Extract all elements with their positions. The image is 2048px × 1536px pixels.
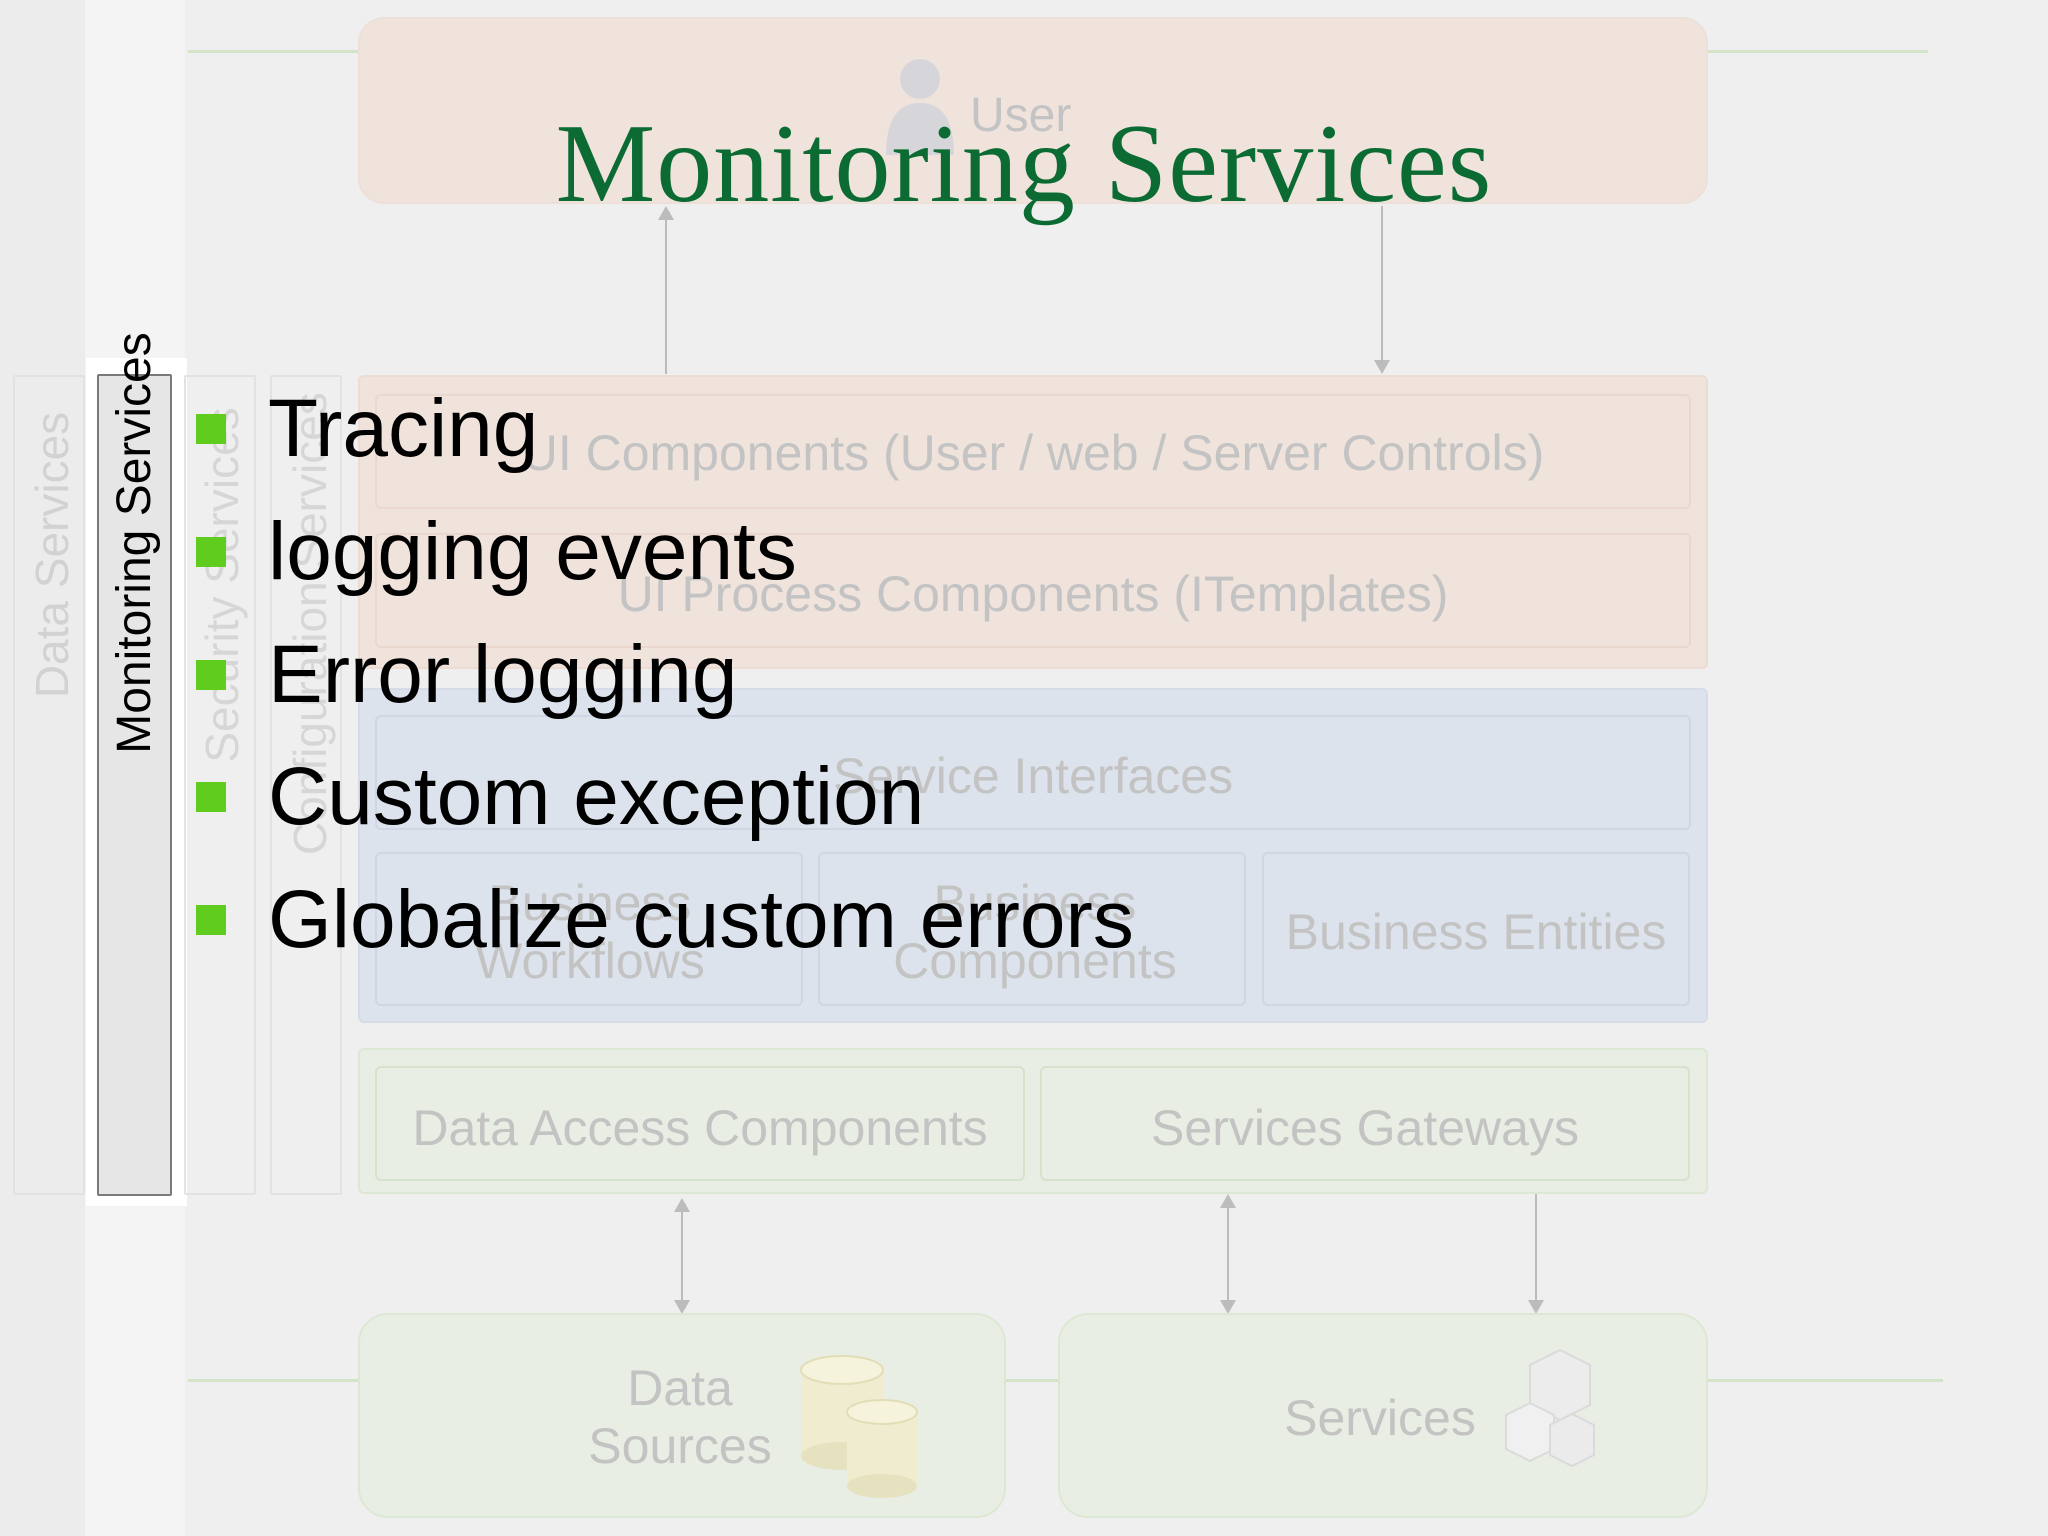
arrow-up-head [674,1198,690,1212]
bullet-square-icon [196,414,226,444]
services-cubes-icon [1500,1345,1610,1475]
monitoring-services-label: Monitoring Services [108,332,161,754]
ui-process-label: UI Process Components (ITemplates) [617,566,1449,622]
service-interfaces-label: Service Interfaces [832,748,1234,804]
data-access-box [375,1066,1025,1181]
bullet-text: Globalize custom errors [268,874,1134,965]
ui-tier-box [358,375,1708,669]
business-workflows-label: Business Workflows [475,875,705,989]
arrow-up-head [1220,1194,1236,1208]
ui-components-label: UI Components (User / web / Server Contr… [521,425,1545,481]
user-tier-box [358,17,1708,204]
bullet-text: Tracing [268,383,539,474]
business-components-label: Business Components [893,875,1177,989]
database-icon [795,1352,935,1502]
security-services-column [184,375,256,1195]
ui-components-box [375,394,1691,509]
monitoring-services-column[interactable] [97,374,172,1196]
bullet-square-icon [196,537,226,567]
bullet-text: Custom exception [268,751,925,842]
ui-process-box [375,533,1691,648]
services-gateways-label: Services Gateways [1151,1100,1579,1156]
data-access-label: Data Access Components [412,1100,988,1156]
arrow-down-head [674,1300,690,1314]
services-box [1058,1313,1708,1518]
bullet-square-icon [196,905,226,935]
arrow-down-head [1220,1300,1236,1314]
configuration-services-column [270,375,342,1195]
arrow-up-head [658,206,674,220]
business-tier-box [358,688,1708,1023]
arrow-user-to-ui [1381,206,1383,366]
services-gateways-box [1040,1066,1690,1181]
bullet-item: logging events [196,505,797,599]
arrow-data-access-sources [681,1210,683,1308]
business-entities-box [1262,852,1690,1006]
user-label: User [970,89,1072,142]
arrow-down-head [1528,1300,1544,1314]
bullet-text: logging events [268,506,797,597]
arrow-gateways-services-2 [1535,1194,1537,1308]
slide-title: Monitoring Services [555,102,1493,226]
business-workflows-box [375,852,803,1006]
service-interfaces-box [375,715,1691,830]
bullet-item: Error logging [196,628,737,722]
bullet-square-icon [196,782,226,812]
data-sources-label: Data Sources [588,1360,772,1474]
arrow-gateways-services-1 [1227,1206,1229,1308]
arrow-down-head [1374,360,1390,374]
bullet-item: Tracing [196,382,538,476]
data-services-column [13,375,85,1195]
services-label: Services [1284,1390,1476,1446]
arrow-ui-to-user [665,218,667,374]
business-entities-label: Business Entities [1285,904,1667,960]
data-services-label: Data Services [26,411,78,699]
bullet-square-icon [196,660,226,690]
data-tier-box [358,1048,1708,1194]
bullet-item: Custom exception [196,750,924,844]
business-components-box [818,852,1246,1006]
bullet-text: Error logging [268,629,738,720]
user-icon [880,55,960,155]
bullet-item: Globalize custom errors [196,873,1134,967]
